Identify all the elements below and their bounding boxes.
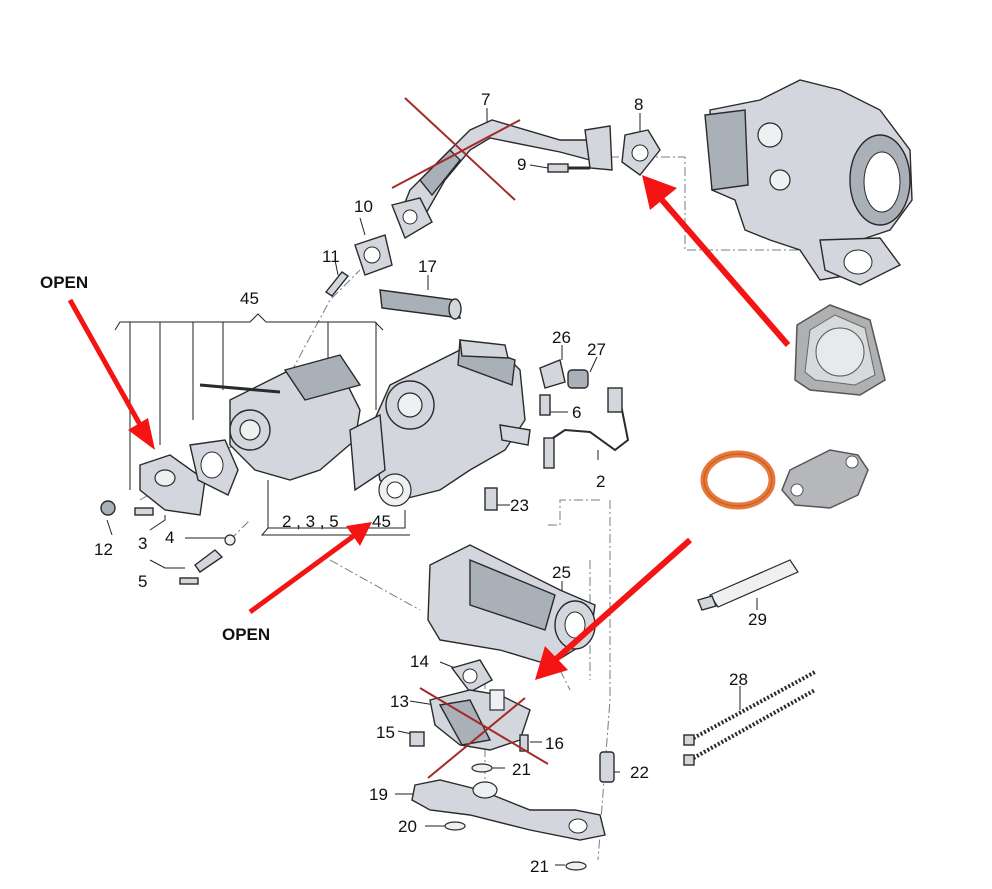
- part-number-16: 16: [545, 734, 564, 753]
- part-number-21-lower: 21: [530, 857, 549, 876]
- open-annotation-left: OPEN: [40, 273, 88, 292]
- part-number-28: 28: [729, 670, 748, 689]
- leader-lines: [106, 108, 758, 866]
- part-number-8: 8: [634, 95, 643, 114]
- part-number-45-upper: 45: [240, 289, 259, 308]
- egr-cooler: [369, 339, 531, 507]
- part-number-45-lower: 45: [372, 512, 391, 531]
- seal-ring-photo: [700, 450, 776, 510]
- arrow-center-open: [248, 522, 372, 615]
- part-number-4: 4: [165, 528, 174, 547]
- part-number-5: 5: [138, 572, 147, 591]
- part-number-10: 10: [354, 197, 373, 216]
- part-number-15: 15: [376, 723, 395, 742]
- pipe-cross-out: [391, 97, 521, 201]
- bracket: [411, 751, 615, 871]
- part-number-20: 20: [398, 817, 417, 836]
- turbocharger: [704, 79, 913, 286]
- part-number-6: 6: [572, 403, 581, 422]
- gasket-photo: [794, 304, 886, 396]
- elbow-cross-out: [419, 687, 549, 779]
- part-number-13: 13: [390, 692, 409, 711]
- egr-pipe: [391, 119, 613, 240]
- part-number-3: 3: [138, 534, 147, 553]
- small-parts-top: [324, 129, 661, 297]
- cable-ties: [683, 670, 816, 766]
- part-number-19: 19: [369, 785, 388, 804]
- part-number-23: 23: [510, 496, 529, 515]
- part-number-17: 17: [418, 257, 437, 276]
- part-number-11: 11: [322, 247, 340, 266]
- part-number-26: 26: [552, 328, 571, 347]
- part-number-29: 29: [748, 610, 767, 629]
- part-number-25: 25: [552, 563, 571, 582]
- blanking-plate-photo: [781, 449, 869, 509]
- arrow-to-gasket: [642, 175, 791, 347]
- intake-elbow: [409, 659, 531, 752]
- part-number-21-upper: 21: [512, 760, 531, 779]
- part-number-27: 27: [587, 340, 606, 359]
- part-number-group-2-3-5: 2 , 3 , 5: [282, 512, 339, 531]
- hose: [379, 289, 462, 320]
- open-annotation-center: OPEN: [222, 625, 270, 644]
- arrow-to-manifold: [535, 537, 692, 680]
- part-number-22: 22: [630, 763, 649, 782]
- part-number-12: 12: [94, 540, 113, 559]
- left-small-parts: [100, 439, 239, 585]
- part-number-2: 2: [596, 472, 605, 491]
- sensors-right: [484, 359, 630, 511]
- part-number-14: 14: [410, 652, 429, 671]
- sealant-tube: [697, 559, 799, 611]
- egr-valve: [199, 354, 386, 492]
- arrow-left-open: [67, 298, 155, 450]
- part-number-9: 9: [517, 155, 526, 174]
- part-number-7: 7: [481, 90, 490, 109]
